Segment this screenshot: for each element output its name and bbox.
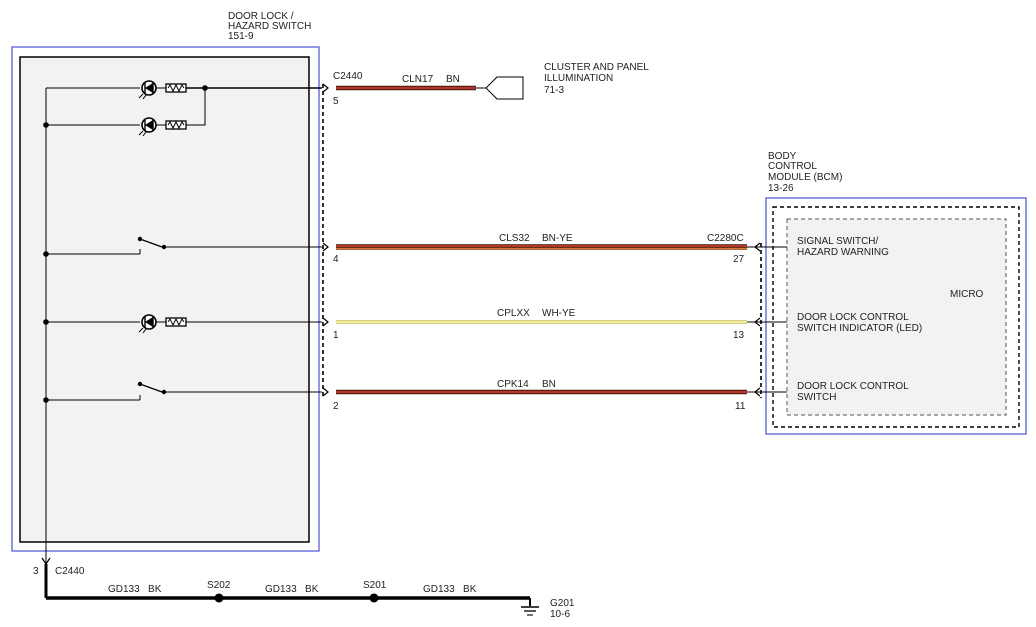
cluster-connector-icon	[485, 76, 524, 100]
bcm-signal-2-line-2: SWITCH INDICATOR (LED)	[797, 323, 922, 334]
bcm-label-2: CONTROL	[768, 161, 817, 172]
wire-cln17-color: BN	[446, 74, 460, 85]
splice-s202	[214, 593, 224, 603]
cluster-label-1: CLUSTER AND PANEL	[544, 62, 649, 73]
pin-arrow-icon	[322, 317, 329, 327]
wire-cpk14-circuit: CPK14	[497, 379, 529, 390]
wire-cpk14-color: BN	[542, 379, 556, 390]
wire-cls32-circuit: CLS32	[499, 233, 530, 244]
ground-pin-label: 3	[33, 566, 39, 577]
switch-module-title: DOOR LOCK /	[228, 11, 294, 22]
connector-c2280c-label: C2280C	[707, 233, 744, 244]
ground-g201-ref: 10-6	[550, 609, 570, 620]
switch-module-body	[19, 56, 310, 543]
wire-cln17-circuit: CLN17	[402, 74, 434, 85]
bcm-micro-label: MICRO	[950, 289, 984, 300]
switch-icon	[139, 383, 163, 393]
pin-arrow-icon	[754, 387, 761, 397]
wire-cls32-color: BN-YE	[542, 233, 573, 244]
switch-module-ref: 151-9	[228, 31, 254, 42]
bcm-signal-2-line-1: DOOR LOCK CONTROL	[797, 312, 909, 323]
pin-arrow-icon	[754, 242, 761, 252]
cluster-label-2: ILLUMINATION	[544, 73, 613, 84]
resistor-icon	[165, 120, 187, 130]
bcm-pin-27-label: 27	[733, 254, 745, 265]
bcm-signal-1-line-2: HAZARD WARNING	[797, 247, 889, 258]
door-lock-hazard-switch-module	[11, 46, 320, 552]
switch-icon	[139, 238, 163, 248]
pin-arrow-icon	[754, 317, 761, 327]
bcm-pin-13-label: 13	[733, 330, 745, 341]
bcm-label-1: BODY	[768, 151, 797, 162]
pin-arrow-icon	[322, 387, 329, 397]
pin-arrow-icon	[322, 83, 329, 93]
wire-cplxx-circuit: CPLXX	[497, 308, 530, 319]
pin-4-label: 4	[333, 254, 339, 265]
splice-s202-label: S202	[207, 580, 231, 591]
bcm-micro-block	[786, 218, 1007, 416]
splice-s201	[369, 593, 379, 603]
resistor-icon	[165, 317, 187, 327]
ground-wire-label-1: GD133 BK	[108, 584, 162, 595]
bcm-ref: 13-26	[768, 183, 794, 194]
bcm-signal-3-line-2: SWITCH	[797, 392, 836, 403]
ground-g201-label: G201	[550, 598, 575, 609]
cluster-ref: 71-3	[544, 85, 564, 96]
ground-wire-label-2: GD133 BK	[265, 584, 319, 595]
internal-wire	[186, 88, 206, 126]
pin-2-label: 2	[333, 401, 339, 412]
splice-s201-label: S201	[363, 580, 387, 591]
connector-c2440-label: C2440	[333, 71, 363, 82]
pin-arrow-icon	[322, 242, 329, 252]
bcm-pin-11-label: 11	[735, 401, 746, 412]
bcm-label-3: MODULE (BCM)	[768, 172, 842, 183]
switch-module-title-2: HAZARD SWITCH	[228, 21, 311, 32]
bcm-signal-1-line-1: SIGNAL SWITCH/	[797, 236, 879, 247]
ground-connector-label: C2440	[55, 566, 85, 577]
pin-5-label: 5	[333, 96, 339, 107]
ground-wire-label-3: GD133 BK	[423, 584, 477, 595]
pin-1-label: 1	[333, 330, 339, 341]
wire-cplxx-color: WH-YE	[542, 308, 576, 319]
bcm-signal-3-line-1: DOOR LOCK CONTROL	[797, 381, 909, 392]
resistor-icon	[165, 83, 187, 93]
